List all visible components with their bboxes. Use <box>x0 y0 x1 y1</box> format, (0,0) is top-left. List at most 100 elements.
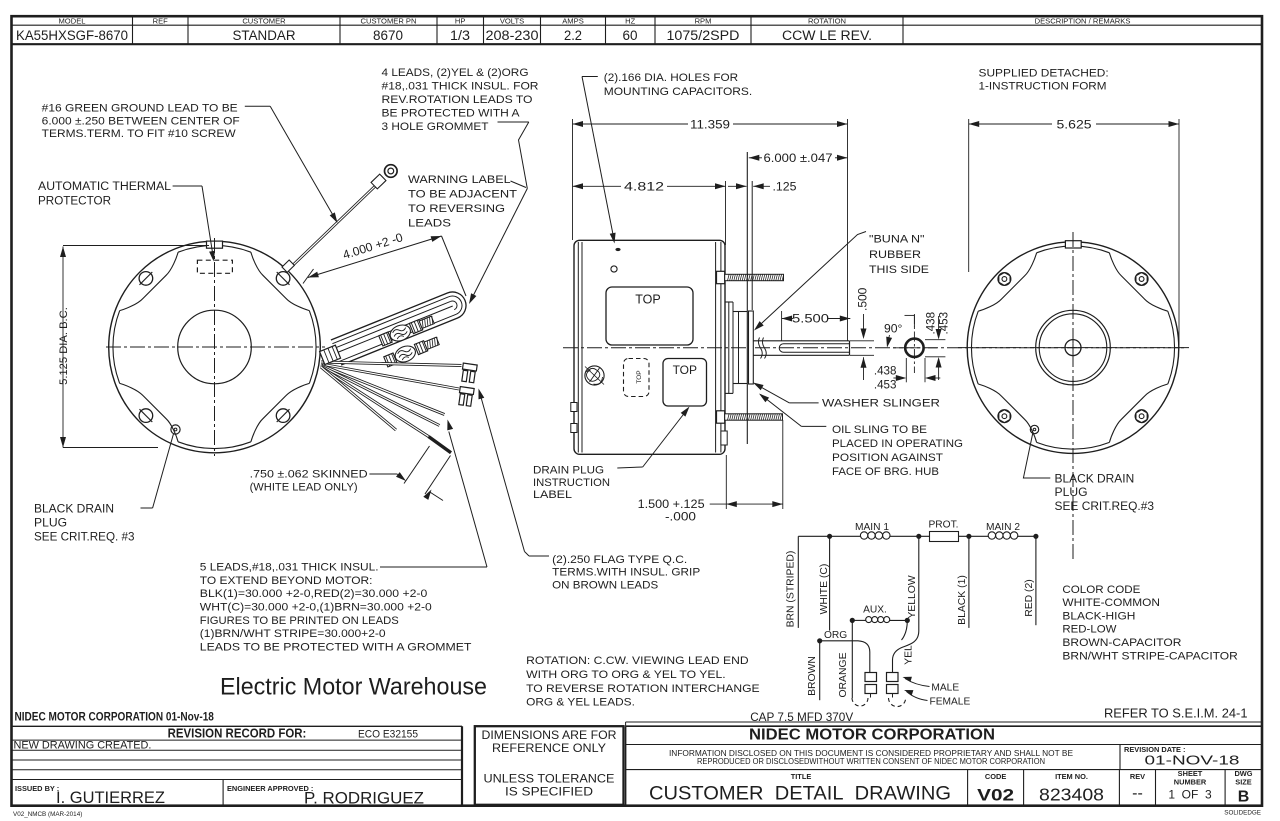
svg-text:PROT.: PROT. <box>929 520 959 531</box>
svg-text:.125: .125 <box>773 180 797 194</box>
svg-text:MALE: MALE <box>931 683 959 694</box>
svg-text:90°: 90° <box>884 322 903 336</box>
svg-text:PLACED IN OPERATING: PLACED IN OPERATING <box>832 438 963 450</box>
svg-text:"BUNA N": "BUNA N" <box>869 234 925 246</box>
svg-text:WARNING LABEL: WARNING LABEL <box>408 174 511 186</box>
svg-text:VOLTS: VOLTS <box>500 16 524 25</box>
svg-text:DESCRIPTION / REMARKS: DESCRIPTION / REMARKS <box>1035 16 1131 25</box>
svg-text:5.125 DIA. B.C.: 5.125 DIA. B.C. <box>58 307 70 385</box>
svg-text:INSTRUCTION: INSTRUCTION <box>533 477 610 489</box>
svg-text:CUSTOMER: CUSTOMER <box>242 16 286 25</box>
svg-text:SEE CRIT.REQ.#3: SEE CRIT.REQ.#3 <box>1055 500 1155 513</box>
svg-text:4 LEADS, (2)YEL & (2)ORG: 4 LEADS, (2)YEL & (2)ORG <box>382 67 529 79</box>
svg-text:-.000: -.000 <box>665 510 696 524</box>
svg-text:TO REVERSE ROTATION INTERCHANG: TO REVERSE ROTATION INTERCHANGE <box>526 683 760 695</box>
svg-text:.500: .500 <box>856 287 870 311</box>
svg-text:3 HOLE GROMMET: 3 HOLE GROMMET <box>382 121 490 133</box>
svg-text:RED (2): RED (2) <box>1024 579 1035 617</box>
svg-text:DWG: DWG <box>1234 769 1252 778</box>
svg-text:SEE CRIT.REQ. #3: SEE CRIT.REQ. #3 <box>34 531 135 544</box>
svg-text:REVISION DATE :: REVISION DATE : <box>1124 745 1185 754</box>
svg-text:ITEM NO.: ITEM NO. <box>1055 772 1088 781</box>
svg-text:1075/2SPD: 1075/2SPD <box>667 28 740 44</box>
svg-text:(1)BRN/WHT STRIPE=30.000+2-0: (1)BRN/WHT STRIPE=30.000+2-0 <box>200 628 386 640</box>
svg-text:UNLESS TOLERANCE: UNLESS TOLERANCE <box>484 772 615 786</box>
svg-text:BE PROTECTED WITH A: BE PROTECTED WITH A <box>382 108 521 120</box>
svg-text:DRAIN PLUG: DRAIN PLUG <box>533 465 604 477</box>
svg-text:2.2: 2.2 <box>564 28 582 44</box>
svg-text:SHEET: SHEET <box>1178 769 1203 778</box>
svg-text:CUSTOMER PN: CUSTOMER PN <box>361 16 417 25</box>
svg-text:BLACK (1): BLACK (1) <box>957 575 968 625</box>
svg-text:5.500: 5.500 <box>792 312 829 326</box>
svg-text:(2).166 DIA. HOLES FOR: (2).166 DIA. HOLES FOR <box>604 72 738 84</box>
svg-text:FIGURES TO BE PRINTED ON LEADS: FIGURES TO BE PRINTED ON LEADS <box>200 615 399 627</box>
svg-text:(2).250 FLAG TYPE Q.C.: (2).250 FLAG TYPE Q.C. <box>552 554 687 566</box>
svg-text:1/3: 1/3 <box>450 28 470 44</box>
svg-text:P. RODRIGUEZ: P. RODRIGUEZ <box>304 789 424 808</box>
svg-text:ENGINEER APPROVED :: ENGINEER APPROVED : <box>227 784 313 793</box>
svg-text:.750 ±.062 SKINNED: .750 ±.062 SKINNED <box>250 469 368 481</box>
svg-text:ORG: ORG <box>824 630 847 641</box>
svg-text:REFERENCE ONLY: REFERENCE ONLY <box>492 741 606 755</box>
svg-text:TITLE: TITLE <box>791 772 812 781</box>
svg-text:TOP: TOP <box>635 293 660 307</box>
svg-text:CUSTOMER DETAIL DRAWING: CUSTOMER DETAIL DRAWING <box>649 782 951 804</box>
svg-text:FEMALE: FEMALE <box>930 697 971 708</box>
svg-text:I. GUTIERREZ: I. GUTIERREZ <box>56 788 165 807</box>
svg-text:TO REVERSING: TO REVERSING <box>408 203 505 215</box>
svg-text:AUX.: AUX. <box>863 605 887 616</box>
svg-text:BLK(1)=30.000 +2-0,RED(2)=30.0: BLK(1)=30.000 +2-0,RED(2)=30.000 +2-0 <box>200 588 428 600</box>
svg-text:4.812: 4.812 <box>624 180 664 194</box>
svg-text:5.625: 5.625 <box>1057 117 1092 131</box>
svg-text:KA55HXSGF-8670: KA55HXSGF-8670 <box>16 28 128 44</box>
svg-text:TO EXTEND BEYOND MOTOR:: TO EXTEND BEYOND MOTOR: <box>200 575 373 587</box>
svg-text:.453: .453 <box>938 312 951 335</box>
svg-text:WASHER SLINGER: WASHER SLINGER <box>822 398 940 410</box>
svg-text:BLACK DRAIN: BLACK DRAIN <box>34 503 114 516</box>
svg-text:AUTOMATIC THERMAL: AUTOMATIC THERMAL <box>38 179 171 193</box>
svg-text:LEADS TO BE PROTECTED WITH A G: LEADS TO BE PROTECTED WITH A GROMMET <box>200 641 472 653</box>
svg-text:ORANGE: ORANGE <box>838 652 849 697</box>
svg-text:OIL SLING TO BE: OIL SLING TO BE <box>832 424 927 436</box>
svg-text:RUBBER: RUBBER <box>869 249 921 261</box>
svg-text:V02_NMCB (MAR-2014): V02_NMCB (MAR-2014) <box>13 811 82 818</box>
svg-text:ROTATION: ROTATION <box>808 16 846 25</box>
svg-text:TO BE ADJACENT: TO BE ADJACENT <box>408 189 517 201</box>
svg-text:Electric Motor Warehouse: Electric Motor Warehouse <box>220 674 487 701</box>
svg-text:REVISION RECORD FOR:: REVISION RECORD FOR: <box>168 727 307 741</box>
svg-text:POSITION AGAINST: POSITION AGAINST <box>832 452 943 464</box>
svg-text:STANDAR: STANDAR <box>233 28 296 44</box>
svg-text:TERMS.TERM. TO FIT #10 SCREW: TERMS.TERM. TO FIT #10 SCREW <box>42 128 237 140</box>
svg-text:CODE: CODE <box>985 772 1006 781</box>
svg-text:B: B <box>1238 789 1250 806</box>
svg-text:REFER TO S.E.I.M. 24-1: REFER TO S.E.I.M. 24-1 <box>1104 706 1248 721</box>
svg-text:PLUG: PLUG <box>34 517 67 530</box>
svg-text:NUMBER: NUMBER <box>1174 778 1207 787</box>
svg-text:1 OF 3: 1 OF 3 <box>1168 788 1212 802</box>
svg-text:ISSUED BY :: ISSUED BY : <box>15 784 59 793</box>
svg-text:YEL: YEL <box>904 645 915 665</box>
svg-text:BROWN: BROWN <box>807 656 818 696</box>
svg-text:ORG & YEL LEADS.: ORG & YEL LEADS. <box>526 697 635 709</box>
svg-text:TERMS.WITH INSUL. GRIP: TERMS.WITH INSUL. GRIP <box>552 567 700 579</box>
svg-text:BLACK DRAIN: BLACK DRAIN <box>1055 472 1135 485</box>
svg-text:BLACK-HIGH: BLACK-HIGH <box>1062 610 1135 622</box>
svg-text:WHITE-COMMON: WHITE-COMMON <box>1062 597 1160 609</box>
svg-text:MAIN 2: MAIN 2 <box>986 522 1020 533</box>
svg-text:WITH ORG TO ORG & YEL TO YEL.: WITH ORG TO ORG & YEL TO YEL. <box>526 669 726 681</box>
svg-text:REF: REF <box>153 16 169 25</box>
svg-text:PLUG: PLUG <box>1055 486 1088 499</box>
svg-text:208-230: 208-230 <box>486 28 539 44</box>
svg-text:#18,.031 THICK INSUL. FOR: #18,.031 THICK INSUL. FOR <box>382 81 539 93</box>
svg-text:ON BROWN LEADS: ON BROWN LEADS <box>552 579 658 591</box>
svg-text:.438: .438 <box>874 365 897 378</box>
svg-text:ROTATION: C.CW. VIEWING LEAD E: ROTATION: C.CW. VIEWING LEAD END <box>526 655 749 667</box>
svg-text:WHT(C)=30.000 +2-0,(1)BRN=30.0: WHT(C)=30.000 +2-0,(1)BRN=30.000 +2-0 <box>200 602 432 614</box>
svg-text:SUPPLIED DETACHED:: SUPPLIED DETACHED: <box>979 68 1109 80</box>
svg-text:THIS SIDE: THIS SIDE <box>869 264 929 276</box>
svg-text:MAIN 1: MAIN 1 <box>855 522 889 533</box>
svg-text:PROTECTOR: PROTECTOR <box>38 194 111 208</box>
svg-text:NIDEC MOTOR CORPORATION: NIDEC MOTOR CORPORATION <box>749 727 995 744</box>
svg-text:LABEL: LABEL <box>533 489 572 501</box>
